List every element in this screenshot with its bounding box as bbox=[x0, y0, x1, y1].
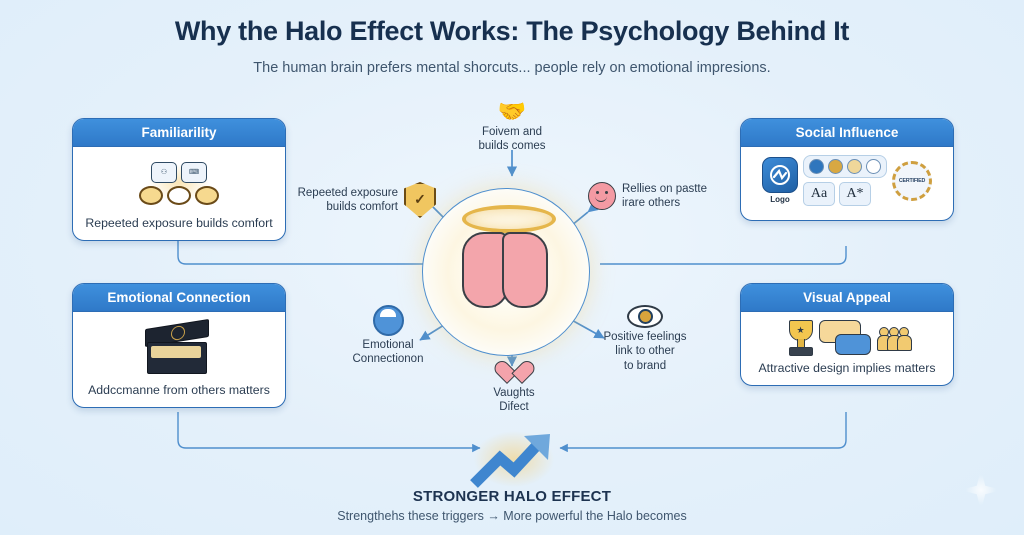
person-face-icon bbox=[372, 305, 404, 336]
satellite-bottom-right: Positive feelings link to other to brand bbox=[586, 305, 704, 373]
satellite-left-line2: builds comfort bbox=[326, 201, 398, 213]
satellite-left-line1: Repeeted exposure bbox=[297, 186, 398, 199]
chat-tiles-rings-icon: ⚇⌨ bbox=[131, 155, 227, 211]
satellite-top-line2: builds comes bbox=[478, 140, 546, 153]
satellite-bottom-left: Emotional Connectionon bbox=[328, 305, 448, 367]
satellite-left: Repeeted exposure builds comfort ✓ bbox=[296, 182, 436, 218]
rising-arrow-icon bbox=[458, 420, 570, 498]
footer-title: STRONGER HALO EFFECT bbox=[412, 488, 612, 505]
speech-bubbles-icon bbox=[818, 320, 873, 356]
logo-tile-icon bbox=[762, 157, 798, 193]
type-sample-a: Aa bbox=[803, 182, 835, 206]
card-familiarity-title: Familiarility bbox=[73, 119, 285, 147]
satellite-bottom-left-line1: Emotional bbox=[362, 339, 414, 351]
satellite-right-line2: irare others bbox=[622, 197, 681, 210]
logo-label: Logo bbox=[770, 195, 790, 204]
page-title: Why the Halo Effect Works: The Psycholog… bbox=[174, 16, 850, 46]
certified-badge-icon: CERTIFIED bbox=[892, 160, 932, 201]
satellite-right: Rellies on pastte irare others bbox=[588, 182, 738, 211]
card-social-influence-title: Social Influence bbox=[741, 119, 953, 147]
satellite-right-line1: Rellies on pastte bbox=[622, 183, 708, 195]
color-swatches bbox=[803, 155, 887, 178]
page-subtitle: The human brain prefers mental shorcuts.… bbox=[253, 60, 771, 76]
brand-kit-icon: Logo Aa A* CERTIFIED bbox=[749, 155, 945, 206]
halo-ring-icon bbox=[462, 205, 556, 233]
trophy-bubbles-people-icon: ★ bbox=[749, 320, 945, 356]
footer-subtitle: Strengthehs these triggers → More powerf… bbox=[337, 509, 687, 523]
satellite-bottom-line1: Vaughts bbox=[493, 387, 535, 399]
satellite-bottom-right-line3: to brand bbox=[623, 359, 667, 372]
shield-check-icon: ✓ bbox=[404, 182, 436, 218]
card-emotional-connection-caption: Addccmanne from others matters bbox=[88, 383, 270, 397]
card-emotional-connection[interactable]: Emotional Connection Addccmanne from oth… bbox=[72, 283, 286, 409]
card-social-influence[interactable]: Social Influence Logo bbox=[740, 118, 954, 221]
satellite-bottom-line2: Difect bbox=[499, 401, 529, 414]
trophy-icon: ★ bbox=[785, 320, 815, 356]
card-visual-appeal-title: Visual Appeal bbox=[741, 284, 953, 312]
card-emotional-connection-title: Emotional Connection bbox=[73, 284, 285, 312]
card-familiarity-caption: Repeeted exposure builds comfort bbox=[85, 216, 273, 230]
brain-icon bbox=[462, 232, 548, 308]
satellite-top-line1: Foivem and bbox=[481, 126, 543, 138]
handshake-icon: 🤝 bbox=[497, 98, 527, 124]
card-familiarity[interactable]: Familiarility ⚇⌨ Repeeted exposure build… bbox=[72, 118, 286, 242]
satellite-top: 🤝 Foivem and builds comes bbox=[452, 100, 572, 154]
satellite-bottom: Vaughts Difect bbox=[468, 362, 560, 415]
smiley-face-icon bbox=[588, 182, 616, 211]
satellite-bottom-right-line1: Positive feelings bbox=[603, 331, 687, 343]
card-visual-appeal[interactable]: Visual Appeal ★ Attractive design implie… bbox=[740, 283, 954, 387]
people-group-icon bbox=[876, 327, 912, 351]
type-sample-b: A* bbox=[839, 182, 871, 206]
card-visual-appeal-caption: Attractive design implies matters bbox=[758, 361, 936, 375]
eye-icon bbox=[627, 305, 663, 328]
treasure-box-icon bbox=[133, 318, 225, 378]
satellite-bottom-left-line2: Connectionon bbox=[352, 353, 424, 366]
satellite-bottom-right-line2: link to other bbox=[615, 345, 675, 358]
heart-icon bbox=[502, 362, 526, 384]
